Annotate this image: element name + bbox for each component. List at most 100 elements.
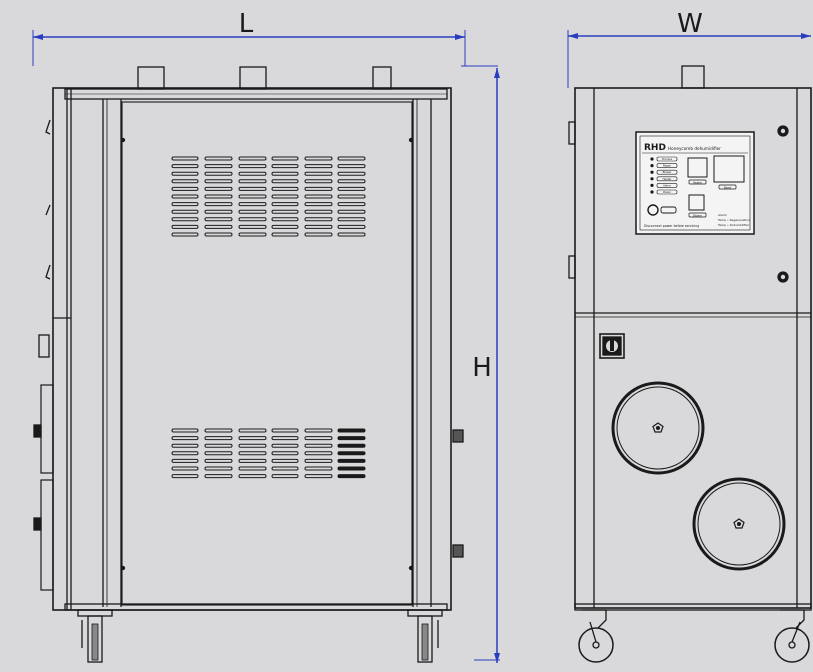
length-label: L	[239, 9, 254, 39]
vent-slot	[171, 466, 199, 471]
vent-slot	[337, 224, 366, 229]
vent-slot	[204, 436, 233, 441]
vent-slot	[337, 179, 366, 184]
vent-slot	[238, 164, 267, 169]
svg-text:Reset: Reset	[724, 185, 731, 189]
bottom-vent-grille	[171, 428, 366, 479]
heater-button[interactable]	[688, 179, 707, 185]
reset-button[interactable]	[718, 184, 737, 190]
vent-slot	[171, 186, 199, 191]
vent-slot	[271, 224, 299, 229]
vent-slot	[337, 194, 366, 199]
vent-slot	[238, 466, 267, 471]
main-power-switch-icon	[599, 333, 625, 359]
filter-cover-lower	[692, 477, 786, 571]
vent-slot	[171, 428, 199, 433]
vent-slot	[337, 156, 366, 161]
vent-slot	[171, 443, 199, 448]
front-top-inlet	[681, 65, 705, 89]
vent-slot	[204, 232, 233, 237]
indicator-led	[650, 177, 654, 181]
vent-slot	[271, 466, 299, 471]
vent-slot	[238, 156, 267, 161]
vent-slot	[204, 209, 233, 214]
width-label: W	[677, 9, 703, 39]
vent-slot	[204, 202, 233, 207]
vent-slot	[337, 474, 366, 479]
vent-slot	[304, 217, 333, 222]
blower-button[interactable]	[688, 212, 707, 218]
vent-slot	[171, 451, 199, 456]
vent-slot	[337, 164, 366, 169]
vent-slot	[171, 232, 199, 237]
vent-slot	[204, 443, 233, 448]
indicator-label-box	[656, 176, 678, 182]
vent-slot	[304, 458, 333, 463]
start-button[interactable]	[647, 204, 659, 216]
vent-slot	[204, 466, 233, 471]
indicator-label-box	[656, 163, 678, 168]
vent-slot	[304, 209, 333, 214]
vent-slot	[271, 436, 299, 441]
vent-slot	[271, 232, 299, 237]
vent-slot	[204, 171, 233, 176]
indicator-led	[650, 170, 654, 174]
vent-slot	[204, 451, 233, 456]
vent-slot	[171, 217, 199, 222]
vent-slot	[304, 436, 333, 441]
vent-slot	[304, 443, 333, 448]
vent-slot	[337, 458, 366, 463]
svg-text:Blower: Blower	[693, 213, 703, 217]
side-view	[33, 66, 464, 663]
vent-slot	[204, 458, 233, 463]
stop-button[interactable]	[660, 206, 677, 214]
display-regen	[687, 157, 708, 178]
vent-slot	[238, 474, 267, 479]
vent-slot	[271, 474, 299, 479]
top-inlet-2	[239, 66, 267, 90]
vent-slot	[304, 156, 333, 161]
panel-footer: Disconnect power before servicing	[644, 224, 699, 228]
front-caster-right	[774, 609, 810, 663]
vent-slot	[271, 156, 299, 161]
height-label: H	[472, 353, 492, 383]
vent-slot	[238, 224, 267, 229]
vent-slot	[271, 451, 299, 456]
indicator-label: Blower	[663, 170, 673, 174]
vent-slot	[238, 179, 267, 184]
vent-slot	[304, 194, 333, 199]
panel-brand: RHD	[644, 143, 666, 153]
indicator-label-box	[656, 156, 678, 162]
indicator-led	[650, 157, 654, 161]
top-vent-grille	[171, 156, 366, 237]
vent-slot	[337, 466, 366, 471]
side-caster-right	[407, 609, 443, 663]
lock-lower	[777, 271, 789, 283]
vent-slot	[304, 428, 333, 433]
vent-slot	[304, 232, 333, 237]
vent-slot	[204, 217, 233, 222]
lock-upper	[777, 125, 789, 137]
vent-slot	[204, 474, 233, 479]
indicator-label-box	[656, 183, 678, 188]
dimension-width: W	[567, 9, 811, 88]
indicator-label: Heater	[663, 177, 673, 181]
front-caster-left	[578, 609, 614, 663]
vent-slot	[271, 217, 299, 222]
indicator-led	[650, 190, 654, 194]
indicator-label: Regen	[663, 164, 672, 168]
top-inlet-1	[137, 66, 165, 90]
vent-slot	[337, 202, 366, 207]
vent-slot	[271, 458, 299, 463]
vent-slot	[271, 171, 299, 176]
vent-slot	[204, 186, 233, 191]
vent-slot	[271, 186, 299, 191]
vent-slot	[171, 224, 199, 229]
vent-slot	[238, 428, 267, 433]
vent-slot	[238, 194, 267, 199]
vent-slot	[171, 474, 199, 479]
vent-slot	[204, 164, 233, 169]
top-inlet-3	[372, 66, 392, 90]
